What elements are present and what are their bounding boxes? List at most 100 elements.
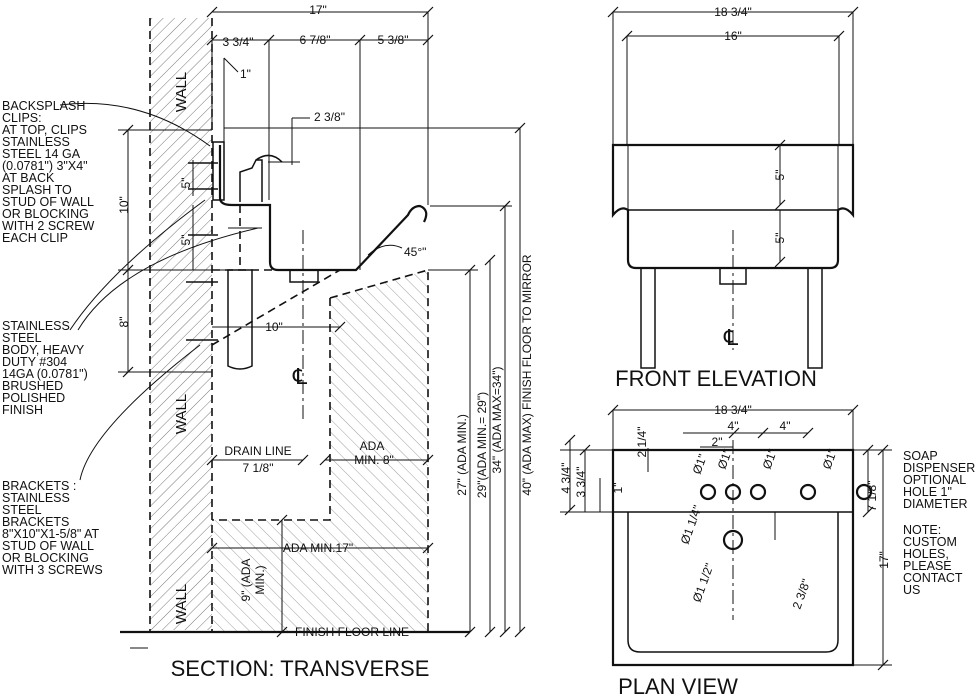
brackets-note: BRACKETS : STAINLESS STEEL BRACKETS 8"X1… [2, 479, 103, 577]
svg-text:34" (ADA MAX=34"): 34" (ADA MAX=34") [490, 367, 504, 474]
svg-text:45°": 45°" [404, 245, 426, 259]
svg-text:CLIPS:: CLIPS: [2, 111, 42, 125]
backsplash-clip [212, 141, 225, 201]
svg-text:3 3/4": 3 3/4" [223, 35, 254, 49]
svg-text:18 3/4": 18 3/4" [714, 5, 752, 19]
svg-text:DUTY #304: DUTY #304 [2, 355, 67, 369]
bracket-diagonal [211, 269, 341, 346]
svg-text:WITH 2 SCREW: WITH 2 SCREW [2, 219, 95, 233]
svg-text:OPTIONAL: OPTIONAL [903, 473, 966, 487]
svg-text:4": 4" [728, 419, 739, 433]
svg-text:STUD OF WALL: STUD OF WALL [2, 539, 94, 553]
svg-text:2 1/4": 2 1/4" [635, 427, 649, 458]
front-leg-right [807, 267, 823, 369]
svg-text:16": 16" [724, 29, 742, 43]
svg-text:HOLE 1": HOLE 1" [903, 485, 952, 499]
svg-text:5": 5" [179, 178, 193, 189]
svg-text:SPLASH TO: SPLASH TO [2, 183, 72, 197]
section-top-dimensions: 17" 3 3/4" 6 7/8" 5 3/8" 1" 2 3/8" [206, 3, 520, 270]
wall-label-bottom: WALL [173, 584, 190, 624]
plan-view: 18 3/4" 4" 4" 2" 2 1/4" Ø1" Ø1" Ø1" Ø1" [559, 403, 892, 699]
svg-text:BRUSHED: BRUSHED [2, 379, 63, 393]
svg-text:FINISH: FINISH [2, 403, 43, 417]
drain-outlet [289, 269, 319, 283]
svg-text:STEEL: STEEL [2, 331, 42, 345]
svg-text:FINISH FLOOR LINE: FINISH FLOOR LINE [295, 625, 409, 639]
svg-text:Ø1": Ø1" [715, 447, 735, 471]
svg-text:DIAMETER: DIAMETER [903, 497, 968, 511]
svg-text:14GA (0.0781"): 14GA (0.0781") [2, 367, 88, 381]
svg-text:5": 5" [179, 235, 193, 246]
svg-text:5": 5" [773, 170, 787, 181]
centerline-symbol-front: ℄ [723, 326, 739, 351]
ada-clearance-zone [212, 270, 428, 632]
svg-text:DRAIN LINE: DRAIN LINE [224, 444, 291, 458]
hole-3 [749, 483, 767, 501]
plan-title: PLAN VIEW [618, 674, 738, 699]
plan-basin [627, 512, 839, 653]
svg-text:Ø1": Ø1" [760, 447, 780, 471]
svg-text:ADA MIN.17": ADA MIN.17" [283, 541, 353, 555]
svg-text:POLISHED: POLISHED [2, 391, 65, 405]
hole-1 [699, 483, 717, 501]
svg-text:7 1/8": 7 1/8" [243, 461, 274, 475]
svg-text:AT BACK: AT BACK [2, 171, 55, 185]
soap-dispenser-hole [855, 483, 873, 501]
svg-text:Ø1 1/2": Ø1 1/2" [690, 561, 717, 604]
svg-text:WITH 3 SCREWS: WITH 3 SCREWS [2, 563, 103, 577]
section-transverse-view: WALL WALL WALL [59, 3, 534, 681]
svg-text:1": 1" [240, 67, 251, 81]
svg-text:Ø1 1/4": Ø1 1/4" [678, 503, 705, 546]
svg-text:OR BLOCKING: OR BLOCKING [2, 551, 89, 565]
backsplash-note: BACKSPLASH CLIPS: AT TOP, CLIPS STAINLES… [2, 99, 95, 245]
section-angle-dimensions: 45°" 10" [212, 244, 426, 334]
svg-text:7 1/8": 7 1/8" [865, 481, 879, 512]
svg-text:2 3/8": 2 3/8" [790, 577, 814, 611]
svg-text:BRACKETS :: BRACKETS : [2, 479, 76, 493]
svg-text:17": 17" [309, 3, 327, 17]
plan-sink-outline [611, 448, 855, 667]
sink-profile [218, 145, 428, 272]
front-title: FRONT ELEVATION [615, 366, 817, 391]
front-elevation-view: 18 3/4" 16" ℄ 5" 5" FRONT ELEVATION [607, 5, 859, 391]
svg-text:10": 10" [117, 196, 131, 214]
svg-text:5": 5" [773, 233, 787, 244]
svg-text:STEEL 14 GA: STEEL 14 GA [2, 147, 81, 161]
svg-text:2": 2" [712, 435, 723, 449]
svg-text:2 3/8": 2 3/8" [314, 110, 345, 124]
wall-label-top: WALL [173, 72, 190, 112]
front-leg-left [640, 267, 656, 369]
ada-clearance-outline [329, 268, 429, 632]
svg-text:1": 1" [611, 483, 625, 494]
svg-text:Ø1": Ø1" [820, 447, 840, 471]
wall-label-middle: WALL [173, 394, 190, 434]
svg-text:(0.0781") 3"X4": (0.0781") 3"X4" [2, 159, 88, 173]
svg-text:10": 10" [265, 320, 283, 334]
svg-text:4": 4" [780, 419, 791, 433]
svg-text:HOLES,: HOLES, [903, 547, 949, 561]
section-clearance-dimensions: DRAIN LINE 7 1/8" ADA MIN. 8" ADA MIN.17… [206, 439, 434, 639]
svg-text:CONTACT: CONTACT [903, 571, 963, 585]
svg-text:Ø1": Ø1" [690, 452, 710, 476]
svg-text:STAINLESS: STAINLESS [2, 135, 70, 149]
svg-text:3 3/4": 3 3/4" [574, 467, 588, 498]
svg-text:PLEASE: PLEASE [903, 559, 952, 573]
svg-text:CUSTOM: CUSTOM [903, 535, 957, 549]
svg-text:40" (ADA MAX) FINISH FLOOR TO: 40" (ADA MAX) FINISH FLOOR TO MIRROR [520, 254, 534, 496]
svg-text:5 3/8": 5 3/8" [378, 33, 409, 47]
svg-text:18 3/4": 18 3/4" [714, 403, 752, 417]
svg-text:ADA: ADA [360, 439, 385, 453]
svg-text:27" (ADA MIN.): 27" (ADA MIN.) [455, 414, 469, 496]
note-leaders [59, 102, 259, 481]
custom-holes-note: NOTE: CUSTOM HOLES, PLEASE CONTACT US [903, 523, 963, 597]
svg-text:DISPENSER: DISPENSER [903, 461, 975, 475]
svg-text:STAINLESS: STAINLESS [2, 319, 70, 333]
section-height-dimensions: 27" (ADA MIN.) 29"(ADA MIN.= 29") 34" (A… [428, 122, 534, 638]
knee-clearance-outline [212, 298, 331, 521]
svg-text:29"(ADA MIN.= 29"): 29"(ADA MIN.= 29") [475, 392, 489, 498]
section-left-dimensions: 10" 8" 5" 5" [117, 124, 235, 378]
svg-text:MIN.): MIN.) [253, 565, 267, 594]
soap-dispenser-note: SOAP DISPENSER OPTIONAL HOLE 1" DIAMETER [903, 449, 975, 511]
plan-holes [699, 483, 873, 551]
